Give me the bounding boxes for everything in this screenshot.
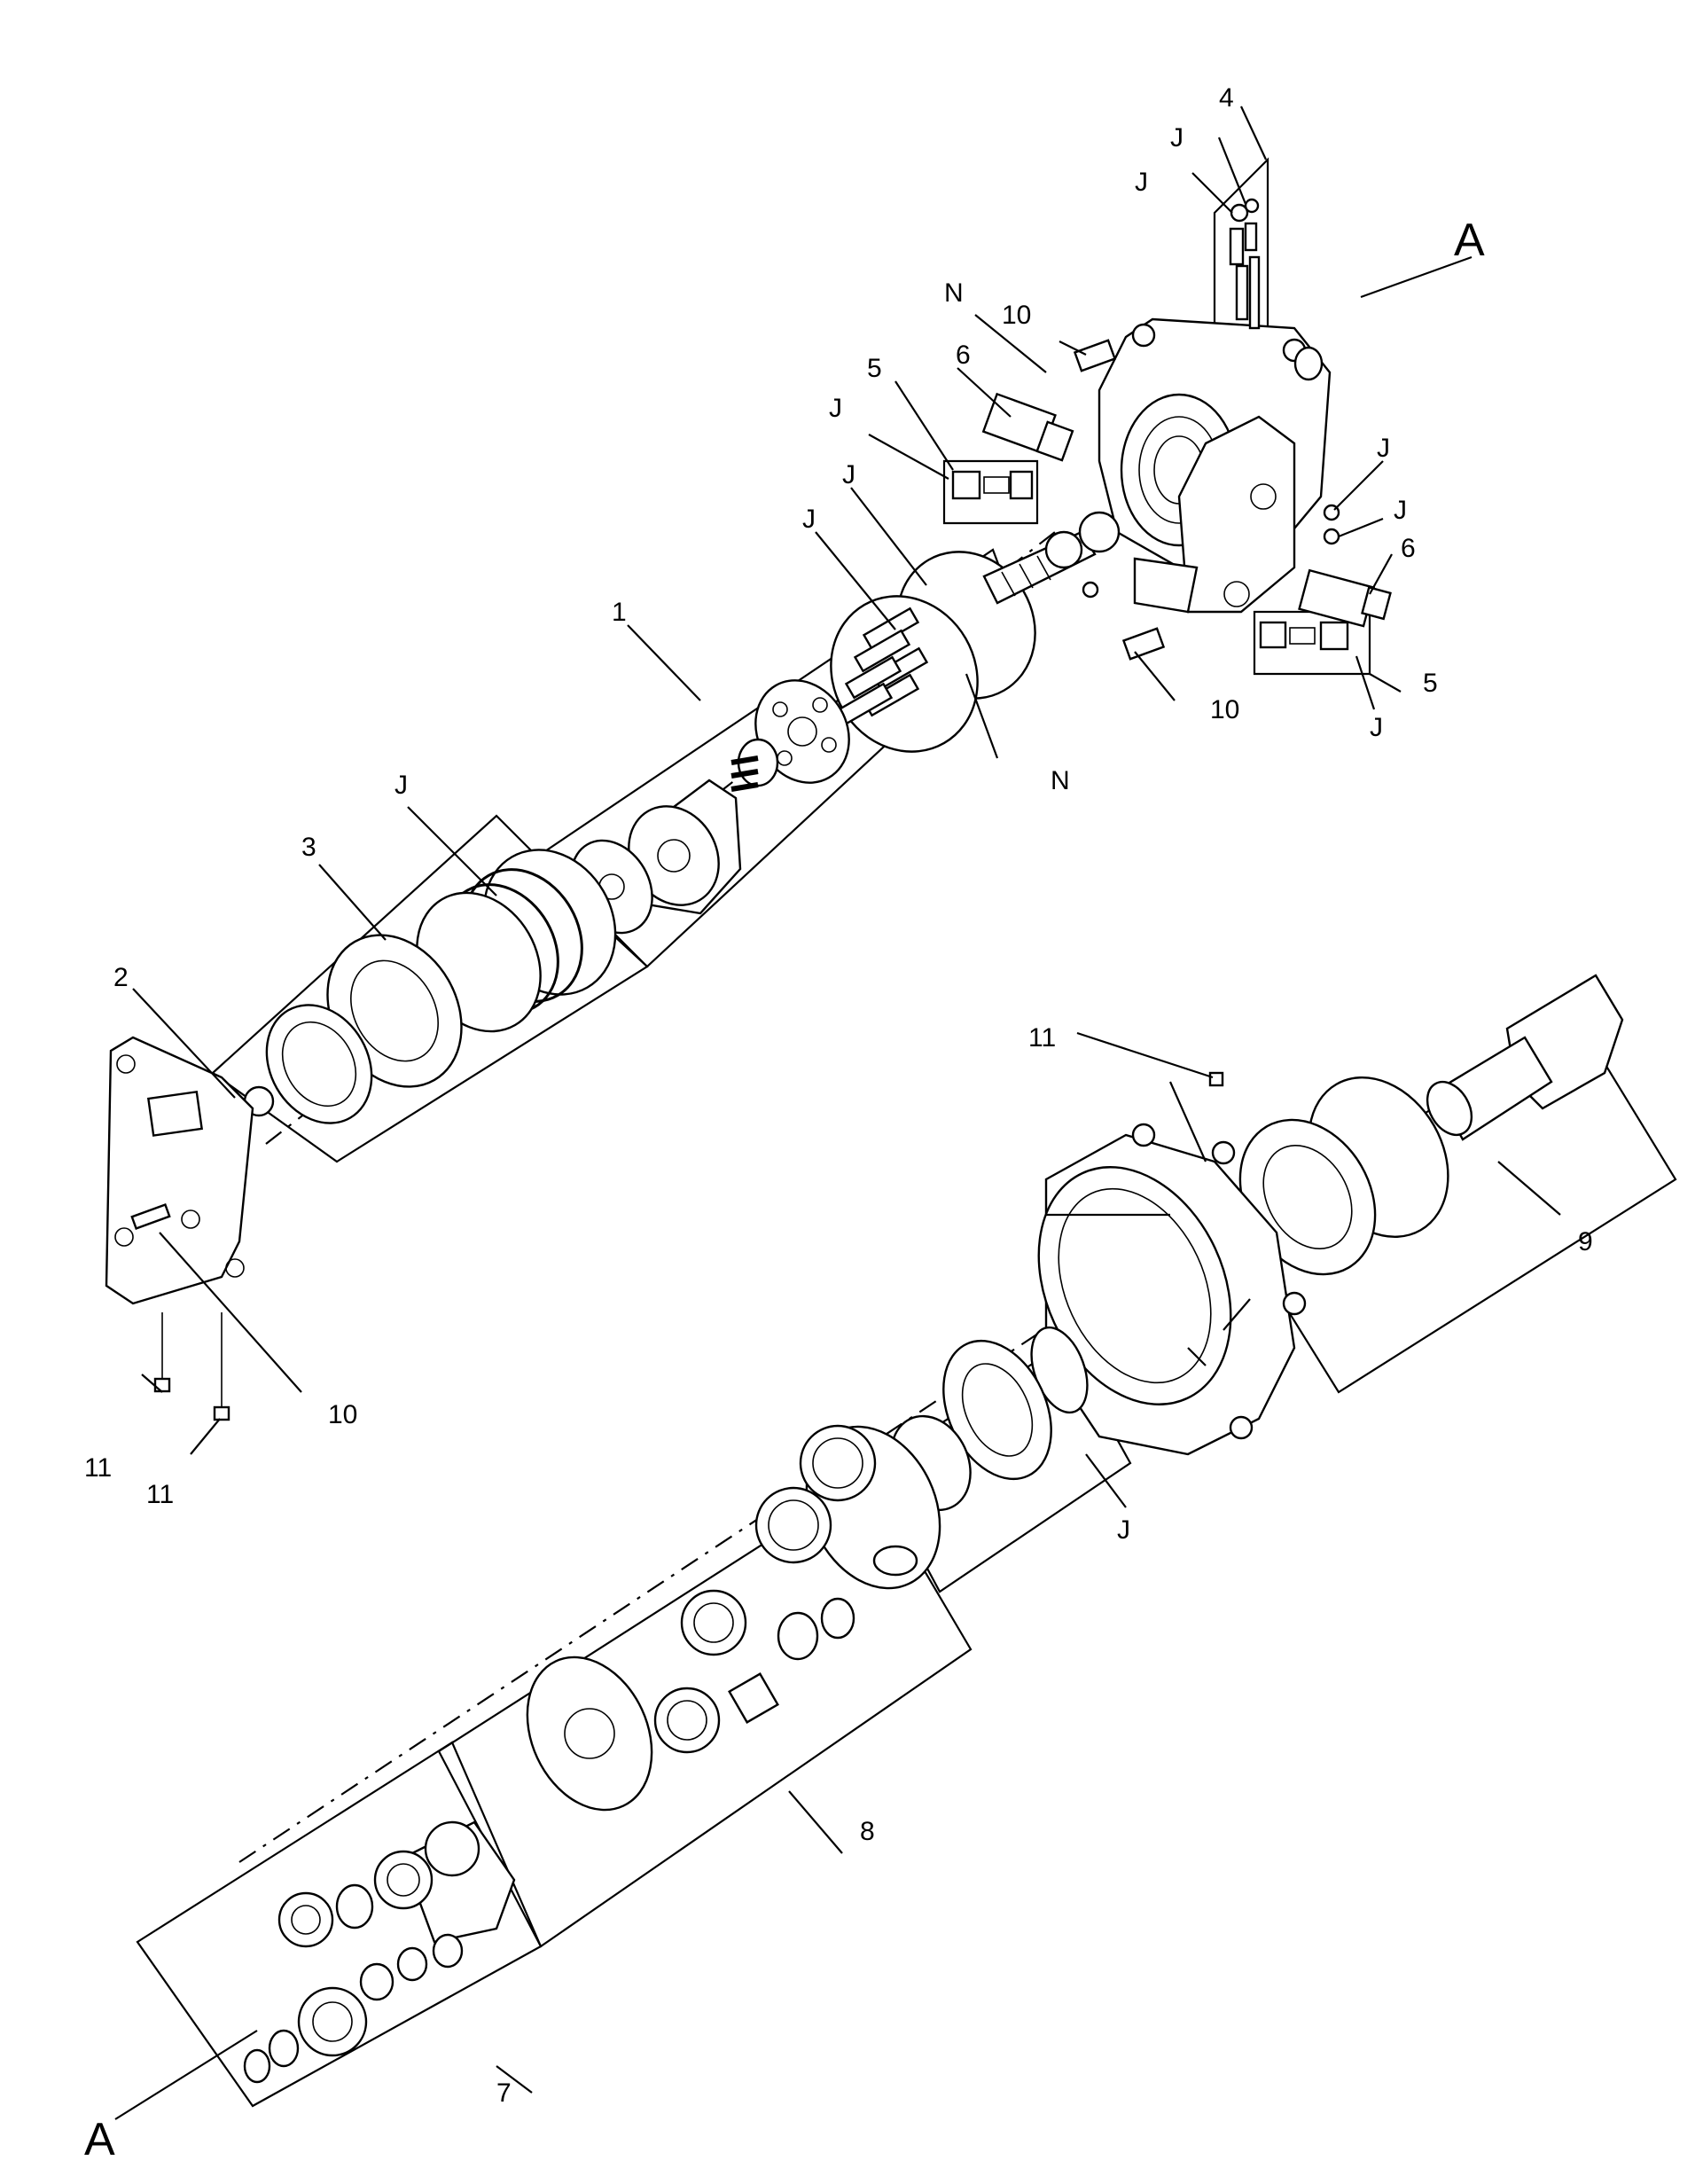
group-3-box	[211, 814, 649, 1163]
label-j-3: J	[829, 394, 842, 423]
label-6-right: 6	[1401, 534, 1416, 563]
label-5-left: 5	[867, 354, 882, 383]
planet-carrier-8	[754, 1424, 941, 1590]
label-n-2: N	[1051, 766, 1070, 795]
bolt-10-bottom	[1121, 627, 1166, 661]
pins	[730, 755, 759, 792]
brake-disc-pack	[265, 1004, 373, 1124]
label-10-cover: 10	[328, 1400, 357, 1429]
screw-11-a	[153, 1377, 171, 1393]
motor-housing	[1098, 317, 1332, 614]
cylinder-barrel	[628, 779, 742, 915]
leader-lines	[114, 106, 1561, 2120]
group-7-box	[136, 1741, 543, 2108]
label-j-2: J	[1135, 168, 1148, 197]
label-2: 2	[113, 963, 129, 992]
output-shaft	[1426, 974, 1624, 1141]
thrust-plate-8	[526, 1656, 653, 1812]
label-11-b: 11	[146, 1480, 174, 1509]
screw-11-b	[213, 1405, 230, 1421]
bearing-j	[942, 1339, 1052, 1481]
planet-carrier-7	[373, 1820, 516, 1944]
label-11-a: 11	[84, 1453, 112, 1483]
label-3: 3	[301, 833, 316, 862]
label-7: 7	[496, 2078, 512, 2108]
label-9: 9	[1578, 1227, 1593, 1256]
group-5-box-a	[942, 459, 1039, 525]
label-j-1: J	[1170, 123, 1184, 153]
label-6-left: 6	[956, 341, 971, 370]
drive-shaft-splined	[982, 511, 1121, 605]
label-j-9: J	[395, 771, 408, 800]
callout-labels: 1 2 3 4 5 5 6 6 7 8 9 10 10 10 11 11 11 …	[84, 83, 1593, 2165]
label-11-c: 11	[1028, 1023, 1056, 1053]
label-1: 1	[612, 598, 627, 627]
label-j-7: J	[1394, 496, 1407, 525]
label-4: 4	[1219, 83, 1234, 113]
check-valve-left	[951, 470, 1034, 500]
check-valve-right	[1259, 621, 1349, 651]
label-j-4: J	[842, 460, 855, 489]
label-5-right: 5	[1423, 669, 1438, 698]
label-n-1: N	[944, 278, 964, 308]
label-a-bottom: A	[84, 2114, 115, 2165]
end-cover	[105, 1036, 254, 1305]
label-j-8: J	[1370, 713, 1383, 742]
relief-valve-stack	[1229, 198, 1261, 330]
label-j-10: J	[1117, 1515, 1130, 1545]
planet-gears-8	[653, 1589, 855, 1754]
sun-and-planet-gears-7	[243, 1883, 464, 2084]
label-j-5: J	[802, 505, 816, 534]
screw-j-3	[1082, 581, 1099, 599]
label-10-mid: 10	[1210, 695, 1239, 724]
label-j-6: J	[1377, 434, 1390, 463]
cartridge-valve-right	[1298, 568, 1392, 628]
o-ring-top	[1293, 346, 1324, 381]
bolt-10-top	[1073, 339, 1117, 372]
label-10-top: 10	[1002, 301, 1031, 330]
label-8: 8	[860, 1817, 875, 1846]
label-a-top: A	[1454, 215, 1485, 266]
screw-j-2	[1323, 528, 1340, 545]
piston-cluster	[835, 607, 929, 726]
screw-11-c	[1208, 1071, 1224, 1087]
